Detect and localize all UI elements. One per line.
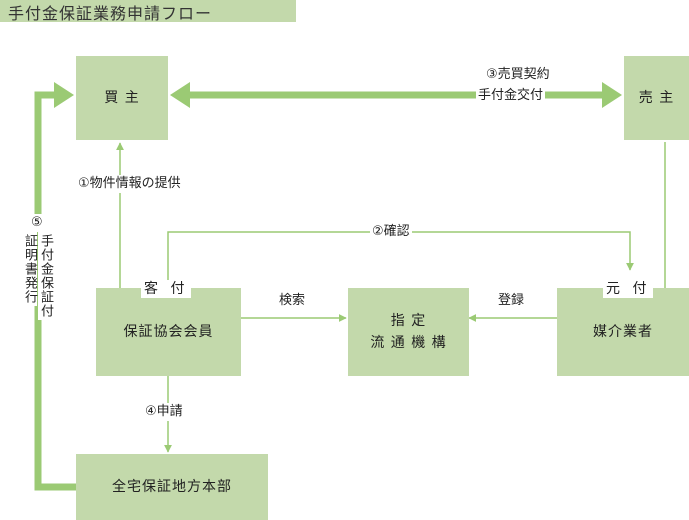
step2-label: ②確認: [370, 223, 412, 241]
headquarters-box: 全宅保証地方本部: [76, 454, 268, 520]
step5-col-guarantee: 手付金保証付: [38, 232, 53, 320]
step4-label: ④申請: [143, 403, 185, 421]
designated-label-line1: 指 定: [390, 312, 427, 329]
buyer-box: 買 主: [76, 56, 168, 140]
step5-col-certificate: 証明書発行: [22, 232, 37, 306]
seller-box: 売 主: [624, 56, 689, 140]
association-tag: 客 付: [141, 280, 192, 298]
step5-number: ⑤: [31, 214, 43, 232]
register-label: 登録: [498, 293, 525, 308]
contract-arrow: [170, 82, 622, 108]
seller-label: 売 主: [638, 89, 675, 106]
designated-label-line2: 流 通 機 構: [370, 335, 447, 351]
step1-label: ①物件情報の提供: [76, 175, 183, 193]
broker-label: 媒介業者: [593, 323, 653, 340]
association-box: 保証協会会員: [96, 288, 241, 376]
designated-box: 指 定 流 通 機 構: [348, 288, 469, 376]
diagram-title: 手付金保証業務申請フロー: [0, 0, 296, 22]
step3-label-line1: ③売買契約: [484, 66, 552, 84]
search-label: 検索: [279, 293, 306, 308]
step3-label-line2: 手付金交付: [476, 87, 546, 105]
headquarters-label: 全宅保証地方本部: [112, 478, 232, 495]
association-label: 保証協会会員: [123, 323, 214, 340]
broker-tag: 元 付: [603, 280, 654, 298]
buyer-label: 買 主: [104, 89, 140, 106]
broker-box: 媒介業者: [557, 288, 689, 376]
